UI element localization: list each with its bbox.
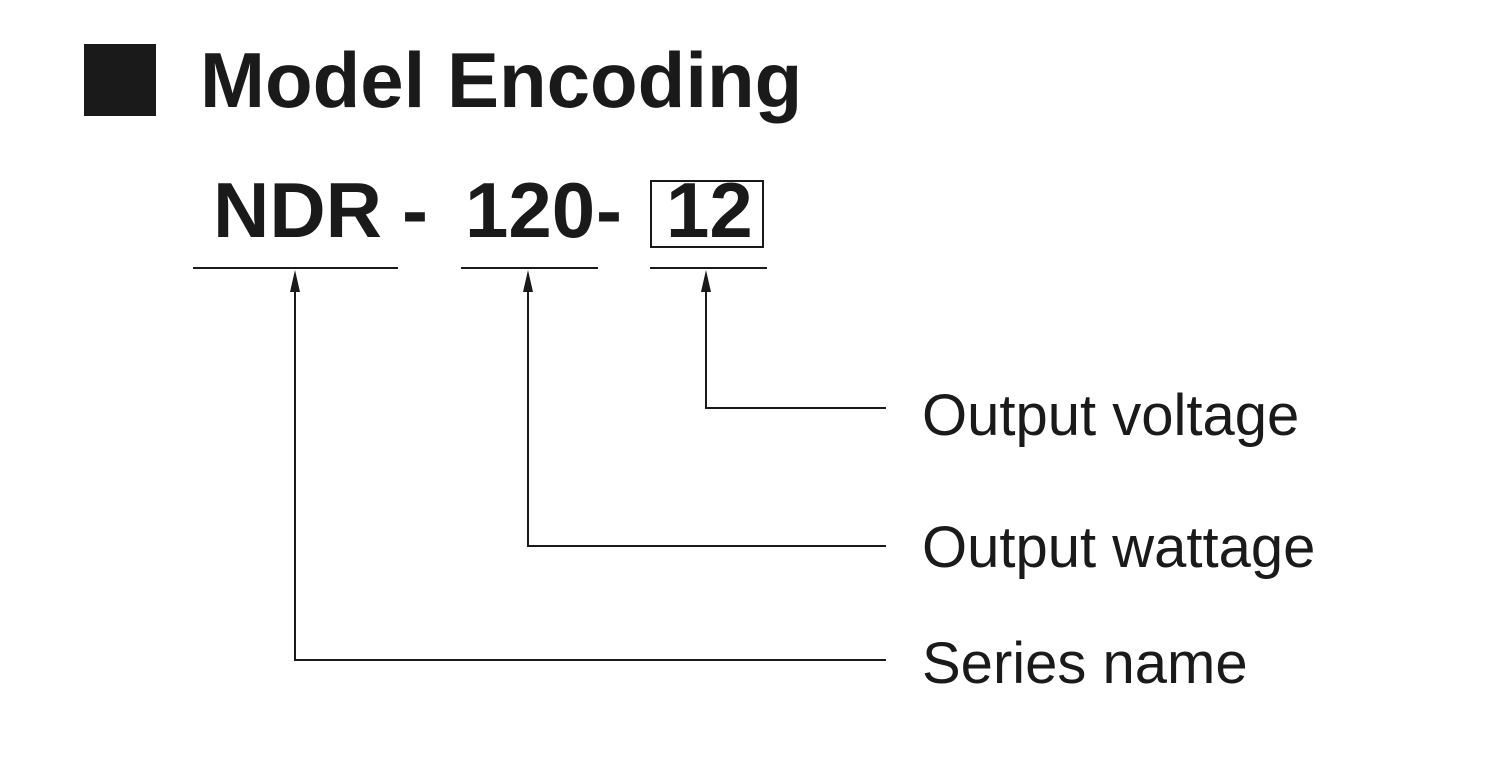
voltage-connector: [705, 290, 886, 409]
model-code-voltage: 12: [666, 166, 753, 254]
series-arrow-icon: [290, 270, 300, 292]
series-connector: [294, 290, 886, 661]
model-code-separator-2: -: [596, 166, 622, 254]
page-title: Model Encoding: [200, 36, 803, 124]
label-series-name: Series name: [922, 631, 1248, 696]
model-code-wattage: 120: [465, 166, 596, 254]
label-output-wattage: Output wattage: [922, 515, 1316, 580]
model-code-separator-1: -: [402, 166, 428, 254]
title-square-icon: [84, 44, 156, 116]
wattage-connector: [527, 290, 886, 547]
voltage-arrow-icon: [701, 270, 711, 292]
model-code-voltage-box: [650, 180, 764, 248]
model-code-series: NDR: [213, 166, 382, 254]
label-output-voltage: Output voltage: [922, 383, 1300, 448]
wattage-arrow-icon: [523, 270, 533, 292]
